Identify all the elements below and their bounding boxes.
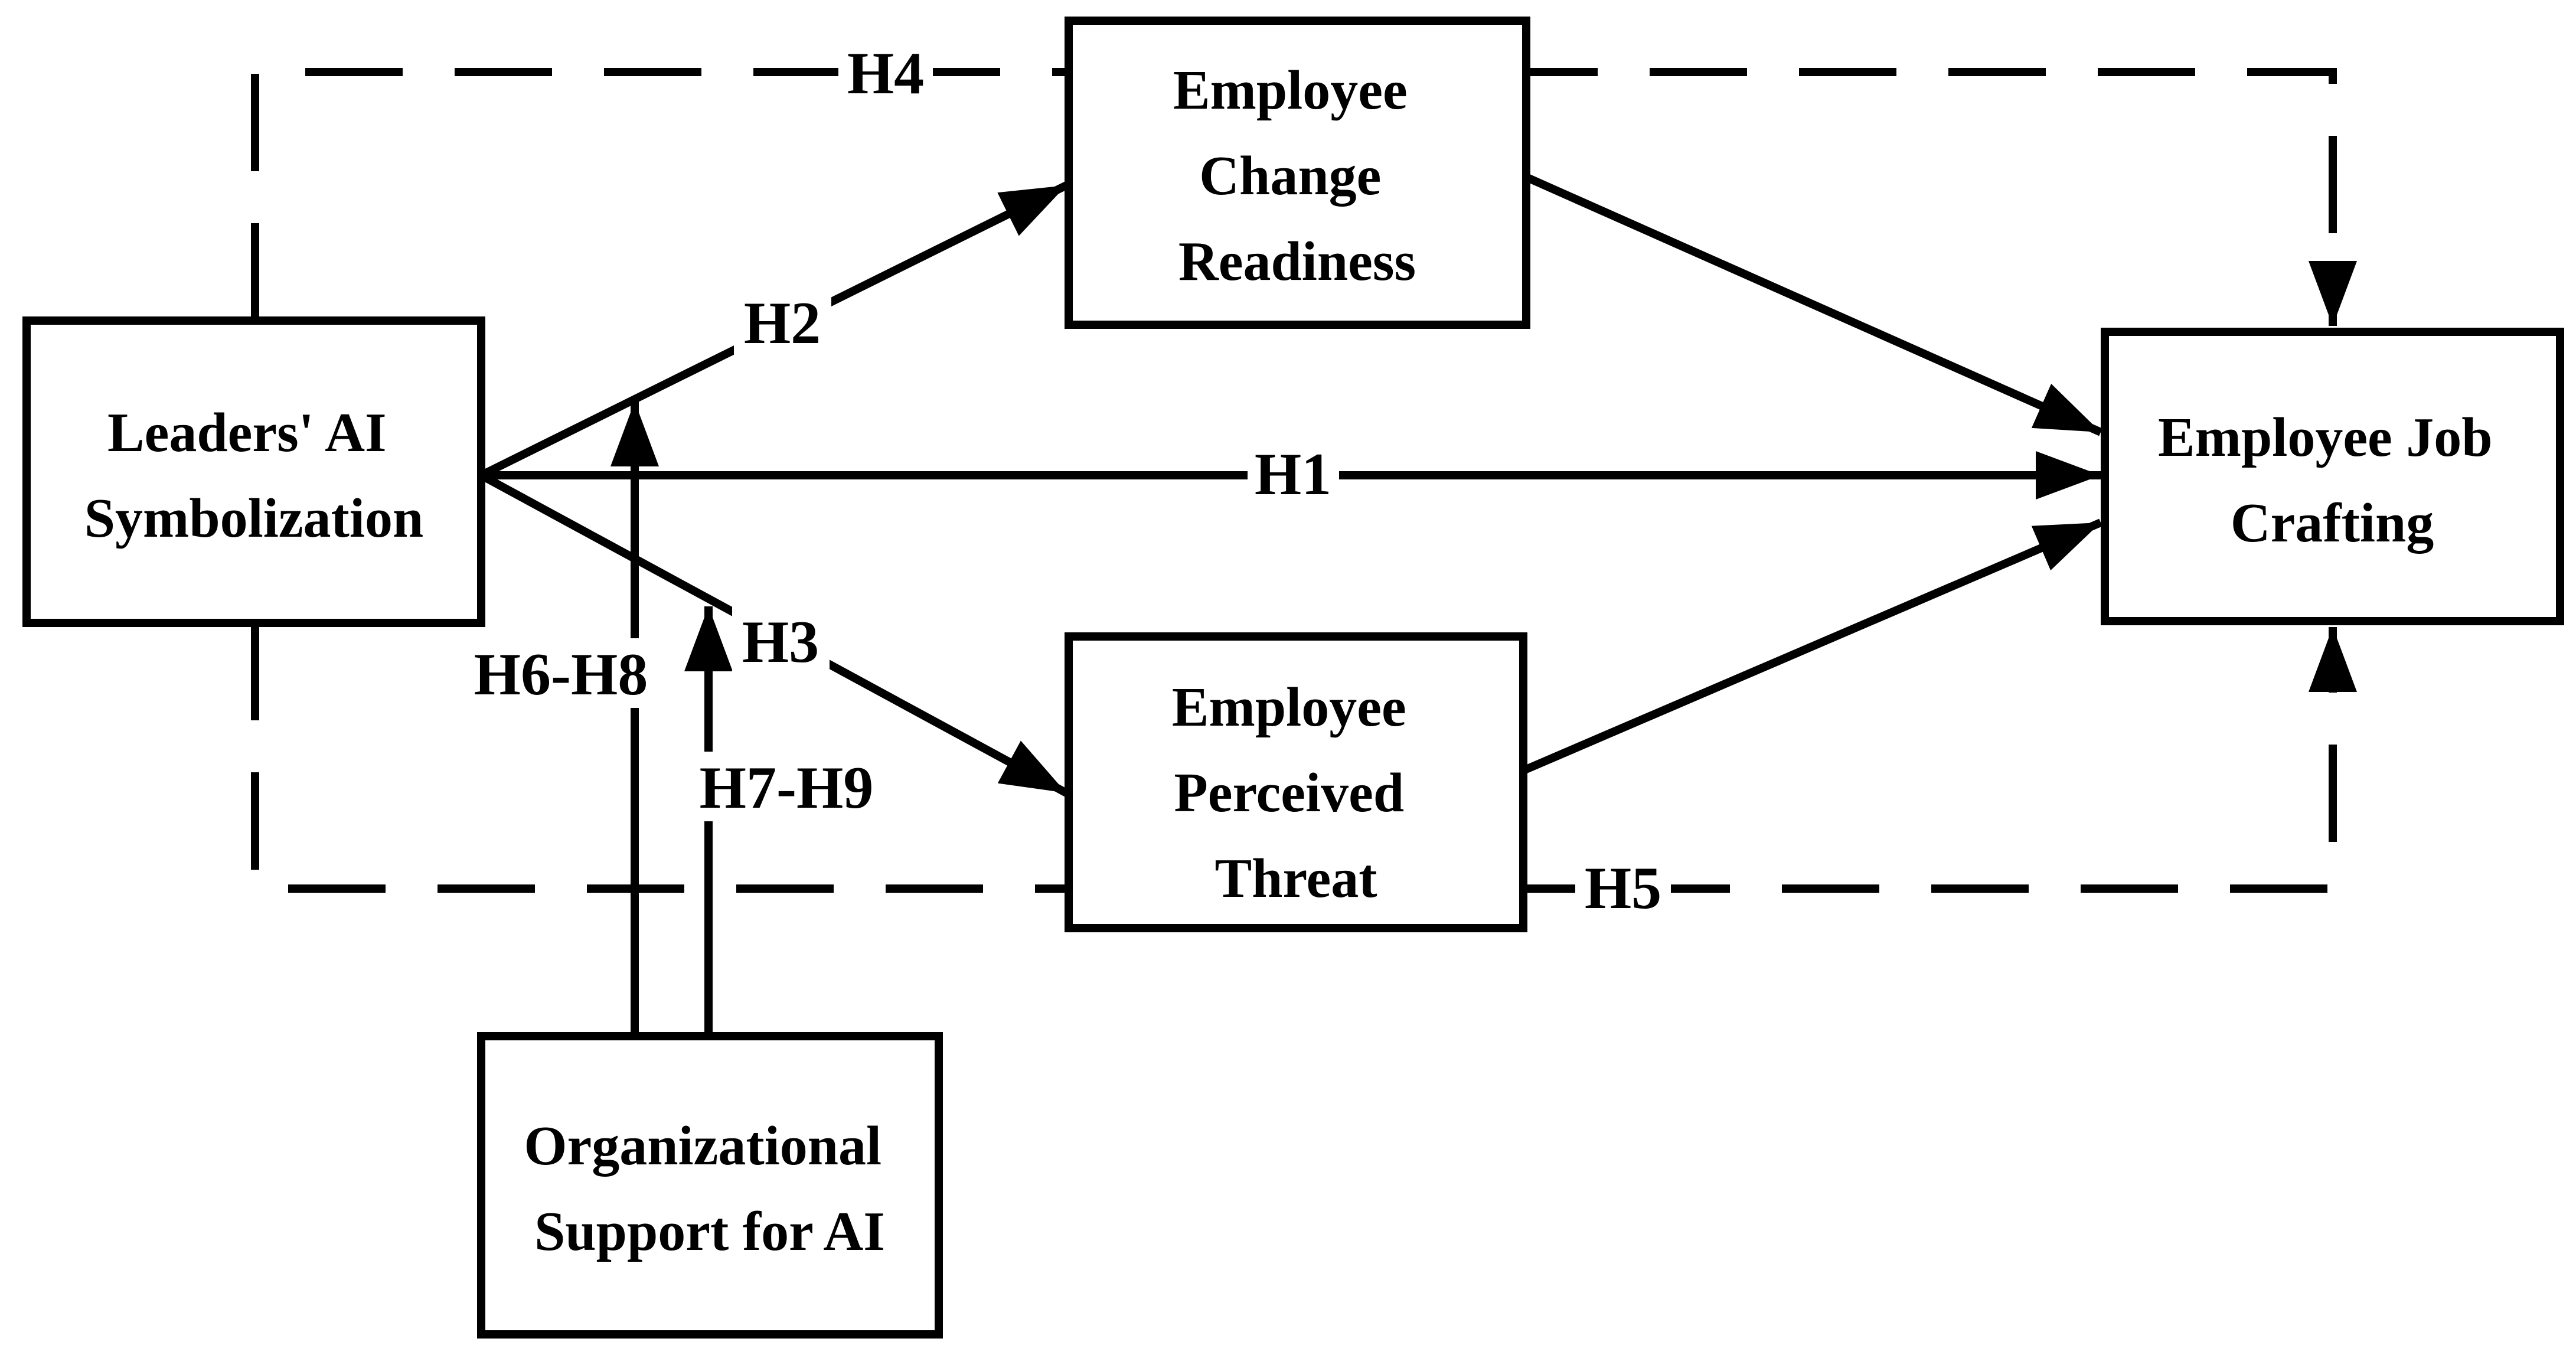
node-label-employee-change-readiness: Employee Change Readiness <box>1173 60 1421 292</box>
dashed-path-h5 <box>251 623 2357 893</box>
edge-label-h7-h9: H7-H9 <box>700 755 874 821</box>
edge-label-h1: H1 <box>1255 441 1331 508</box>
label-bg-h7-h9 <box>691 752 883 821</box>
edge-label-h3: H3 <box>742 609 819 675</box>
label-bg-h4 <box>838 37 933 107</box>
node-organizational-support-for-ai <box>477 1032 943 1339</box>
node-label-employee-job-crafting: Employee Job Crafting <box>2158 407 2506 554</box>
arrow-threat-to-crafting <box>1522 518 2102 775</box>
node-leaders-ai-symbolization <box>22 316 485 627</box>
edge-label-h2: H2 <box>744 290 821 357</box>
label-bg-h3 <box>732 606 830 675</box>
node-label-organizational-support-for-ai: Organizational Support for AI <box>524 1115 895 1262</box>
node-employee-perceived-threat <box>1065 632 1527 932</box>
node-employee-change-readiness <box>1065 17 1530 329</box>
label-bg-h1 <box>1248 438 1339 508</box>
node-label-leaders-ai-symbolization: Leaders' AI Symbolization <box>84 402 424 549</box>
edge-label-h6-h8: H6-H8 <box>474 641 648 708</box>
label-bg-h2 <box>734 287 831 357</box>
node-label-employee-perceived-threat: Employee Perceived Threat <box>1172 677 1420 909</box>
arrow-readiness-to-crafting <box>1524 173 2102 436</box>
label-bg-h6-h8 <box>465 638 657 708</box>
edge-label-h4: H4 <box>847 40 924 107</box>
node-employee-job-crafting <box>2101 328 2564 625</box>
edge-label-h5: H5 <box>1585 855 1661 922</box>
label-bg-h5 <box>1575 852 1671 922</box>
